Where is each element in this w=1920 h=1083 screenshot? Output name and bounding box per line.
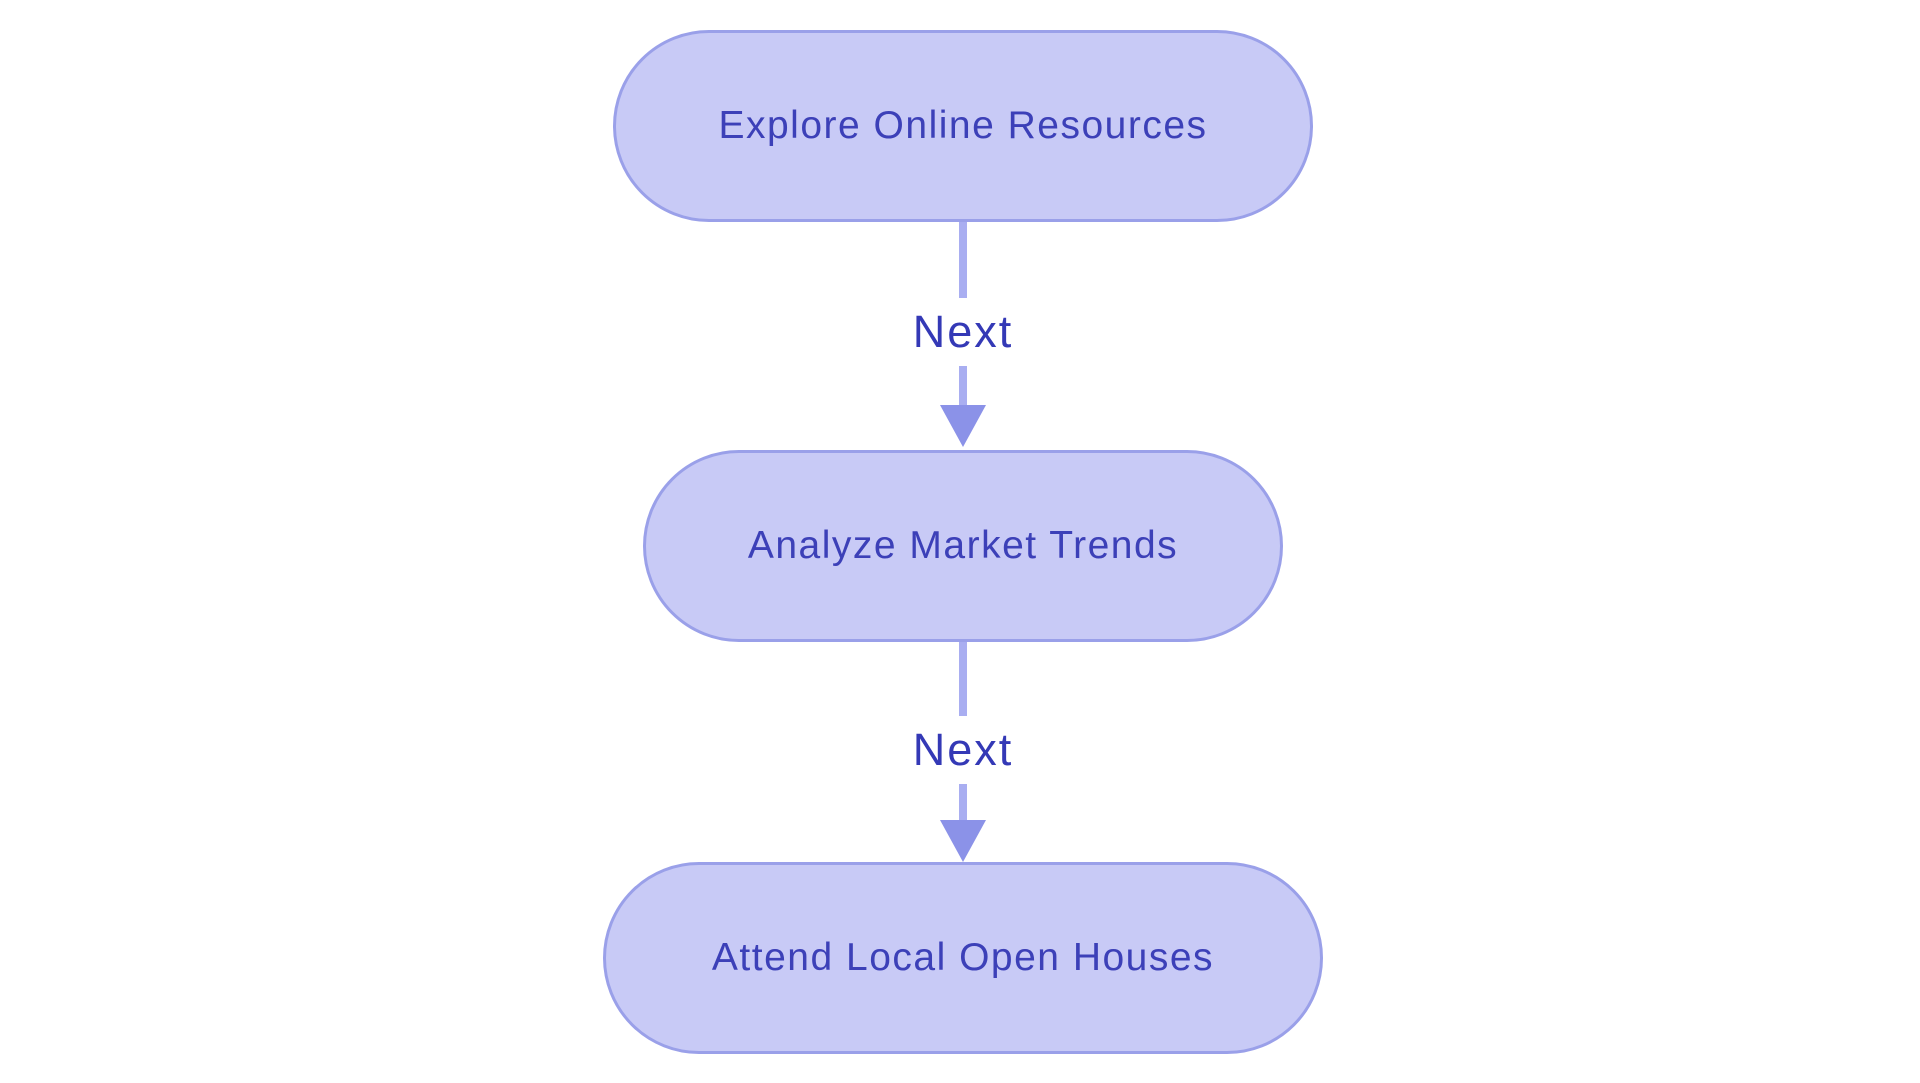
edge-label-next-2: Next <box>900 716 1026 784</box>
node-label: Analyze Market Trends <box>747 524 1179 567</box>
node-label: Explore Online Resources <box>718 104 1208 147</box>
flow-node-explore-online-resources: Explore Online Resources <box>613 30 1313 222</box>
flow-node-analyze-market-trends: Analyze Market Trends <box>643 450 1283 642</box>
node-label: Attend Local Open Houses <box>711 936 1215 979</box>
arrowhead-down-icon <box>940 820 986 862</box>
edge-label-next-1: Next <box>900 298 1026 366</box>
arrowhead-down-icon <box>940 405 986 447</box>
flow-node-attend-local-open-houses: Attend Local Open Houses <box>603 862 1323 1054</box>
